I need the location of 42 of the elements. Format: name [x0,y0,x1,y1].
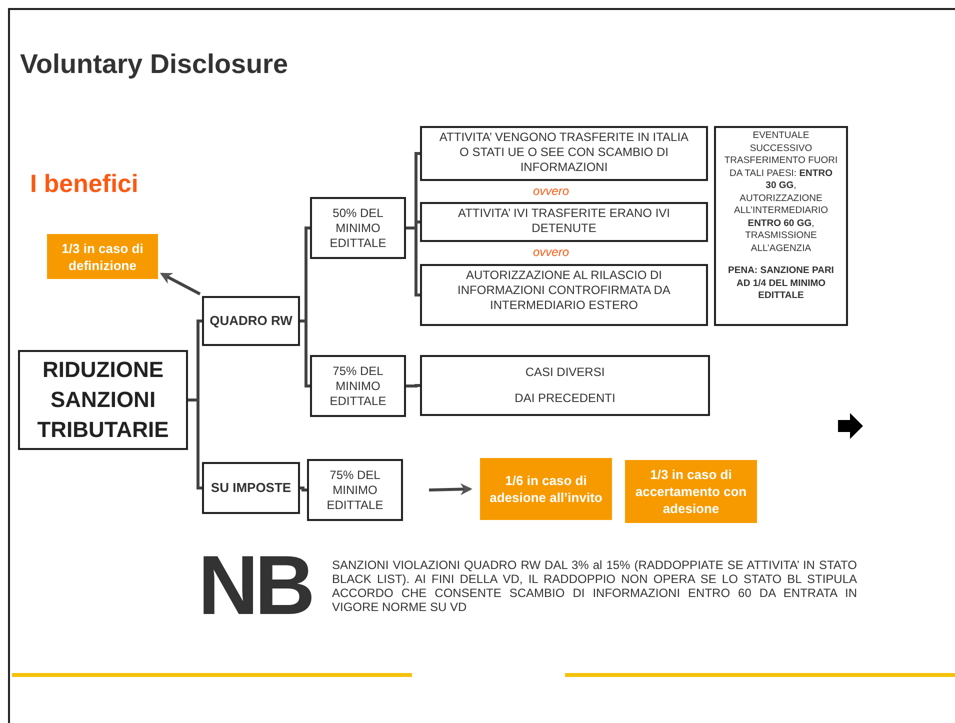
bracket-line [188,398,202,490]
section-heading: I benefici [30,169,138,200]
rate-box [307,459,403,521]
condition-box [420,264,708,326]
benefit-box [625,460,757,523]
bracket-line [300,486,307,492]
benefit-box [480,458,612,520]
root-box [18,350,188,450]
box-text: 50% DEL MINIMO EDITTALE [328,206,388,250]
connector-word: ovvero [533,244,570,261]
note-box [714,126,848,326]
box-text: DAI PRECEDENTI [514,391,616,406]
box-text: ATTIVITA’ VENGONO TRASFERITE IN ITALIA O STATI UE O SEE CON SCAMBIO DI INFORMAZIONI [438,130,690,175]
box-text: EVENTUALE SUCCESSIVO TRASFERIMENTO FUORI DA TALI PAESI: ENTRO 30 GG, AUTORIZZAZIONE ALL’INTERMEDIARIO ENTRO 60 GG, TRASMISSIONE ALL’AGENZIA [724,130,838,255]
connector-word: ovvero [533,183,570,200]
condition-box [420,355,710,416]
note-text: SANZIONI VIOLAZIONI QUADRO RW DAL 3% al 15% (RADDOPPIATE SE ATTIVITA’ IN STATO BLACK LIST). AI FINI DELLA VD, IL RADDOPPIO NON OPERA SE LO STATO BL STIPULA ACCORDO CHE CONSENTE SCAMBIO DI INFORMAZIONI ENTRO 60 DA ENTRATA IN VIGORE NORME SU VD [332,558,857,614]
bracket-line [406,226,420,296]
box-text: RIDUZIONE SANZIONI TRIBUTARIE [36,356,170,444]
arrow [428,483,472,496]
slide-title: Voluntary Disclosure [20,48,288,81]
box-text: 1/6 in caso di adesione all’invito [488,472,604,506]
condition-box [420,126,708,181]
bracket-line [406,384,420,388]
box-text: 1/3 in caso di accertamento con adesione [634,466,748,517]
box-text: 75% DEL MINIMO EDITTALE [328,364,388,408]
box-text: CASI DIVERSI [525,365,605,380]
condition-box [420,202,708,242]
category-box [202,296,300,346]
rate-box [310,355,406,417]
arrow [160,272,201,296]
box-text: PENA: SANZIONE PARI AD 1/4 DEL MINIMO EDITTALE [727,265,835,302]
box-text: 1/3 in caso di definizione [60,240,144,274]
benefit-box [47,234,158,279]
box-text: SU IMPOSTE [210,479,292,497]
box-text: 75% DEL MINIMO EDITTALE [326,468,384,512]
box-text: ATTIVITA’ IVI TRASFERITE ERANO IVI DETENUTE [456,206,672,236]
note-heading: NB [198,540,312,630]
box-text: QUADRO RW [210,312,292,330]
rate-box [310,197,406,259]
category-box [202,462,300,514]
box-text: AUTORIZZAZIONE AL RILASCIO DI INFORMAZIONI CONTROFIRMATA DA INTERMEDIARIO ESTERO [456,268,672,313]
